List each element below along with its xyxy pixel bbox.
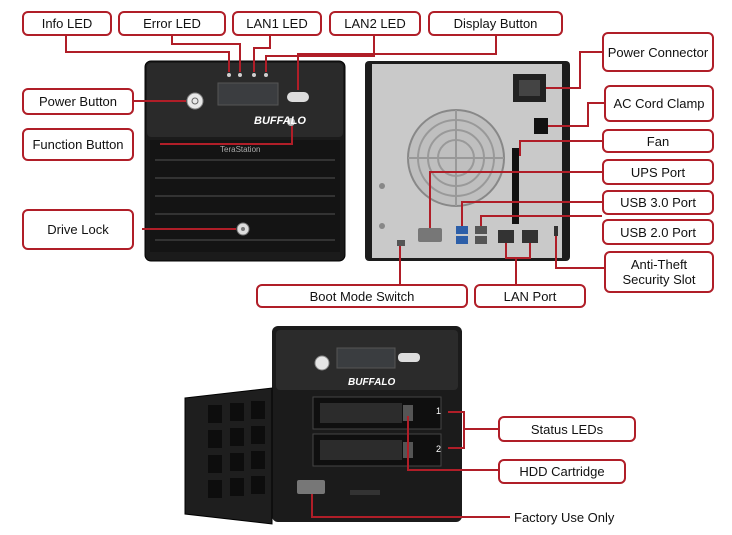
lan-port-1 [498, 230, 514, 243]
callout-usb3-port: USB 3.0 Port [602, 190, 714, 215]
callout-power-button: Power Button [22, 88, 134, 115]
ups-port-shape [418, 228, 442, 242]
security-slot-shape [554, 226, 558, 236]
callout-usb2-port: USB 2.0 Port [602, 219, 714, 245]
front-logo: BUFFALO [254, 115, 306, 127]
callout-display-button: Display Button [428, 11, 563, 36]
callout-fan: Fan [602, 129, 714, 153]
callout-error-led: Error LED [118, 11, 226, 36]
open-door [184, 387, 273, 525]
factory-port-shape [297, 480, 325, 494]
callout-function-button: Function Button [22, 128, 134, 161]
error-led-dot [238, 73, 242, 77]
open-unit [184, 326, 462, 525]
function-button-shape [287, 118, 295, 126]
callout-ac-cord-clamp: AC Cord Clamp [604, 85, 714, 122]
lan2-led-dot [264, 73, 268, 77]
callout-ups-port: UPS Port [602, 159, 714, 185]
usb3-port-shape [456, 226, 468, 234]
callout-factory-use-only: Factory Use Only [514, 510, 615, 525]
back-unit [365, 61, 570, 261]
bay-number-2: 2 [436, 444, 441, 454]
callout-power-connector: Power Connector [602, 32, 714, 72]
info-led-dot [227, 73, 231, 77]
callout-boot-mode-switch: Boot Mode Switch [256, 284, 468, 308]
usb2-port-shape [475, 226, 487, 234]
callout-info-led: Info LED [22, 11, 112, 36]
open-unit-logo: BUFFALO [348, 377, 395, 388]
callout-lan2-led: LAN2 LED [329, 11, 421, 36]
lan-port-2 [522, 230, 538, 243]
callout-status-leds: Status LEDs [498, 416, 636, 442]
callout-anti-theft-slot: Anti-Theft Security Slot [604, 251, 714, 293]
bay-number-1: 1 [436, 406, 441, 416]
boot-switch-shape [397, 240, 405, 246]
leader-lines [65, 36, 604, 518]
callout-lan-port: LAN Port [474, 284, 586, 308]
ac-cord-clamp-shape [534, 118, 548, 134]
lcd-display [217, 82, 279, 106]
display-button-shape [287, 92, 309, 102]
power-button-shape [186, 92, 204, 110]
front-model-label: TeraStation [220, 145, 260, 154]
callout-hdd-cartridge: HDD Cartridge [498, 459, 626, 484]
callout-lan1-led: LAN1 LED [232, 11, 322, 36]
callout-drive-lock: Drive Lock [22, 209, 134, 250]
lan1-led-dot [252, 73, 256, 77]
front-unit [144, 60, 346, 262]
